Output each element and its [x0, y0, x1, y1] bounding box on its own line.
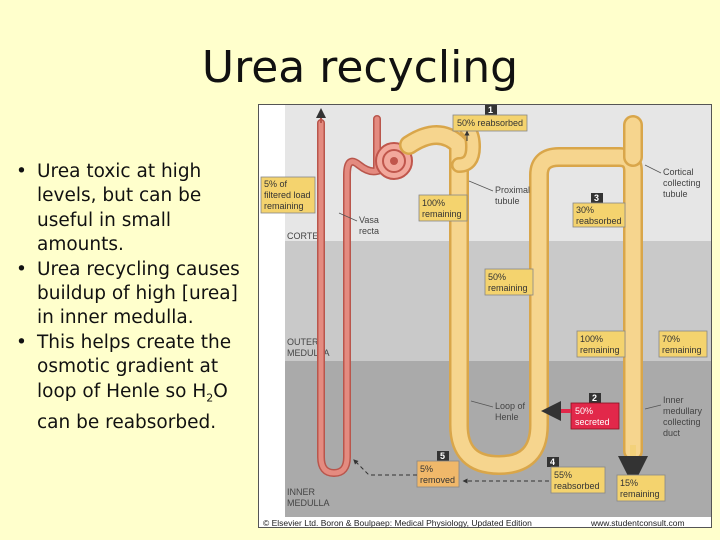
svg-text:2: 2	[592, 393, 597, 403]
remaining-100-cortex-box: 100% remaining	[418, 194, 468, 222]
svg-text:reabsorbed: reabsorbed	[554, 481, 600, 491]
step-4-box: 4 55% reabsorbed	[547, 457, 606, 494]
zone-label-inner: INNER	[287, 487, 316, 497]
label-medullary: medullary	[663, 406, 703, 416]
svg-text:3: 3	[594, 193, 599, 203]
label-vasa: Vasa	[359, 215, 379, 225]
svg-text:50% reabsorbed: 50% reabsorbed	[457, 118, 523, 128]
svg-text:remaining: remaining	[488, 283, 528, 293]
bullet-list: Urea toxic at high levels, but can be us…	[14, 160, 246, 435]
svg-text:100%: 100%	[422, 198, 445, 208]
svg-text:remaining: remaining	[662, 345, 702, 355]
svg-text:55%: 55%	[554, 470, 572, 480]
svg-text:70%: 70%	[662, 334, 680, 344]
svg-text:50%: 50%	[575, 406, 593, 416]
vasa-recta-vessel	[318, 116, 380, 476]
svg-text:filtered load: filtered load	[264, 190, 311, 200]
remaining-70-box: 70% remaining	[658, 330, 708, 358]
svg-text:15%: 15%	[620, 478, 638, 488]
subscript: 2	[206, 391, 214, 405]
glomerulus-core	[390, 157, 398, 165]
svg-text:100%: 100%	[580, 334, 603, 344]
label-collecting-duct-1: collecting	[663, 417, 701, 427]
svg-text:reabsorbed: reabsorbed	[576, 216, 622, 226]
svg-text:removed: removed	[420, 475, 455, 485]
label-collecting-tubule: tubule	[663, 189, 688, 199]
credit-source: © Elsevier Ltd. Boron & Boulpaep: Medica…	[263, 518, 532, 528]
label-loop-of: Loop of	[495, 401, 526, 411]
bullet-text: This helps create the osmotic gradient a…	[37, 331, 232, 402]
recycle-arrow-icon	[353, 459, 417, 476]
svg-text:5: 5	[440, 451, 445, 461]
bullet-item: Urea toxic at high levels, but can be us…	[14, 160, 246, 258]
svg-text:secreted: secreted	[575, 417, 610, 427]
svg-text:5%: 5%	[420, 464, 433, 474]
glomerulus-capillary	[382, 149, 406, 173]
label-recta: recta	[359, 226, 379, 236]
zone-label-inner-medulla: MEDULLA	[287, 498, 330, 508]
svg-text:5% of: 5% of	[264, 179, 288, 189]
credit-strip	[259, 517, 711, 527]
label-tubule: tubule	[495, 196, 520, 206]
step-2-secreted-box: 2 50% secreted	[541, 393, 620, 430]
remaining-50-box: 50% remaining	[484, 268, 534, 296]
bullet-item: Urea recycling causes buildup of high [u…	[14, 258, 246, 331]
bullet-text: Urea recycling causes buildup of high [u…	[37, 258, 240, 329]
label-cortical: Cortical	[663, 167, 694, 177]
bullet-item: This helps create the osmotic gradient a…	[14, 331, 246, 435]
bullet-text: O can be reabsorbed.	[37, 380, 228, 433]
svg-text:remaining: remaining	[264, 201, 304, 211]
remaining-15-box: 15% remaining	[616, 474, 666, 502]
filtered-load-box: 5% of filtered load remaining	[260, 176, 316, 214]
label-proximal: Proximal	[495, 185, 530, 195]
credit-website: www.studentconsult.com	[590, 518, 685, 528]
label-duct: duct	[663, 428, 681, 438]
step-1-box: 1 50% reabsorbed	[452, 105, 528, 141]
label-henle: Henle	[495, 412, 519, 422]
step-3-box: 3 30% reabsorbed	[572, 193, 626, 228]
zone-label-outer: OUTER	[287, 337, 319, 347]
label-collecting: collecting	[663, 178, 701, 188]
urea-recycling-diagram: CORTEX OUTER MEDULLA INNER MEDULLA Vasa …	[258, 104, 712, 528]
nephron-tubule	[399, 115, 643, 476]
svg-text:remaining: remaining	[422, 209, 462, 219]
svg-text:1: 1	[488, 105, 493, 115]
zone-label-cortex: CORTEX	[287, 231, 324, 241]
bullet-text: Urea toxic at high levels, but can be us…	[37, 161, 202, 256]
svg-text:30%: 30%	[576, 205, 594, 215]
svg-text:4: 4	[550, 457, 555, 467]
remaining-100-medulla-box: 100% remaining	[576, 330, 626, 358]
label-inner: Inner	[663, 395, 684, 405]
slide-title: Urea recycling	[201, 42, 519, 93]
svg-text:remaining: remaining	[620, 489, 660, 499]
svg-text:50%: 50%	[488, 272, 506, 282]
zone-label-medulla: MEDULLA	[287, 348, 330, 358]
svg-text:remaining: remaining	[580, 345, 620, 355]
step-5-removed-box: 5 5% removed	[416, 451, 460, 488]
